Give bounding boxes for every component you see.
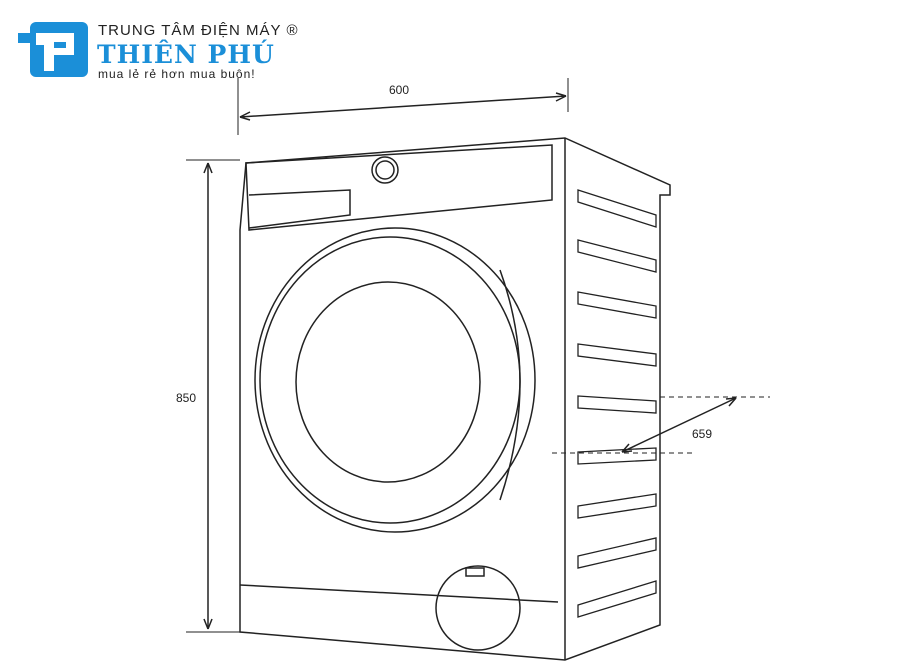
logo-slogan: mua lẻ rẻ hơn mua buôn! — [98, 67, 256, 81]
width-label: 600 — [389, 83, 410, 97]
height-label: 850 — [176, 391, 197, 405]
logo-icon — [18, 22, 88, 77]
logo-name: THIÊN PHÚ — [97, 40, 275, 69]
depth-arrow — [621, 397, 737, 453]
logo-top-text: TRUNG TÂM ĐIỆN MÁY ® — [98, 22, 299, 39]
width-arrow — [239, 95, 567, 118]
depth-label: 659 — [692, 427, 713, 441]
